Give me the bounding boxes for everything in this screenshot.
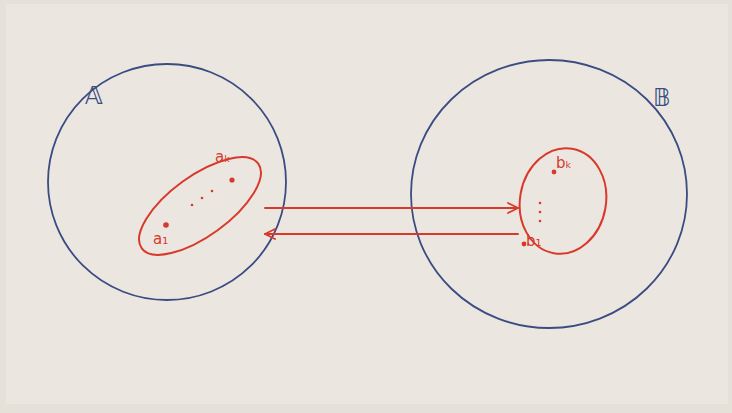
point-dot: [552, 170, 557, 175]
set-name: 𝔹: [653, 86, 671, 110]
point-label: b₁: [526, 234, 542, 249]
set-points: [163, 170, 556, 247]
set-name: 𝔸: [85, 84, 103, 108]
mapping-arrow: [265, 207, 518, 209]
ellipsis-dot: [539, 202, 542, 205]
subset-ellipse: bₖ b₁: [518, 148, 608, 254]
point-label: bₖ: [556, 156, 572, 171]
mapping-arrow: [265, 233, 518, 235]
point-dot: [163, 222, 169, 228]
ellipsis-dot: [539, 220, 542, 223]
outline-ellipse: [511, 141, 614, 260]
set-circle: 𝔸aₖ a₁: [47, 62, 287, 302]
outline-ellipse: [48, 64, 286, 300]
ellipsis-dot: [539, 211, 542, 214]
outline-ellipse: [124, 139, 276, 272]
ellipsis-dot: [201, 197, 204, 200]
outline-ellipse: [411, 60, 687, 328]
outline-svg: [47, 62, 287, 302]
ellipsis-dot: [191, 204, 194, 207]
point-label: a₁: [153, 232, 168, 247]
point-dot: [229, 177, 234, 182]
set-circle: 𝔹bₖ b₁: [410, 58, 688, 332]
paper-sheet: [6, 4, 728, 404]
outline-svg: [410, 58, 688, 332]
subset-ellipse: aₖ a₁: [135, 150, 265, 262]
point-label: aₖ: [215, 150, 231, 165]
ellipsis-dot: [211, 190, 214, 193]
point-dot: [522, 242, 527, 247]
